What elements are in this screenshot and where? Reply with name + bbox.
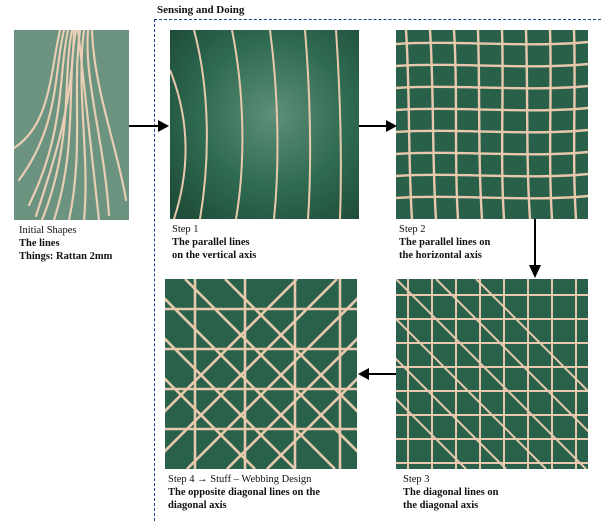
caption-step-3: Step 3 The diagonal lines on the diagona… — [403, 473, 498, 512]
photo-step-1 — [170, 30, 359, 219]
step-3-label: Step 3 — [403, 473, 498, 486]
step-2-line2: the horizontal axis — [399, 249, 490, 262]
step-3-line2: the diagonal axis — [403, 499, 498, 512]
arrow-initial-to-step1 — [128, 119, 170, 133]
step-1-label: Step 1 — [172, 223, 256, 236]
step-1-line2: on the vertical axis — [172, 249, 256, 262]
step-3-line1: The diagonal lines on — [403, 486, 498, 499]
initial-things: Things: Rattan 2mm — [19, 250, 112, 263]
step-4-line2: diagonal axis — [168, 499, 320, 512]
step-1-line1: The parallel lines — [172, 236, 256, 249]
photo-step-3 — [396, 279, 588, 469]
photo-step-2 — [396, 30, 588, 219]
step-2-line1: The parallel lines on — [399, 236, 490, 249]
arrow-step1-to-step2 — [358, 119, 398, 133]
arrow-step2-to-step3 — [528, 219, 542, 279]
caption-step-1: Step 1 The parallel lines on the vertica… — [172, 223, 256, 262]
caption-step-4: Step 4 → Stuff – Webbing Design The oppo… — [168, 473, 320, 512]
initial-label: Initial Shapes — [19, 224, 112, 237]
arrow-step3-to-step4 — [357, 367, 397, 381]
step-2-label: Step 2 — [399, 223, 490, 236]
caption-initial: Initial Shapes The lines Things: Rattan … — [19, 224, 112, 263]
initial-lines: The lines — [19, 237, 112, 250]
photo-step-4 — [165, 279, 357, 469]
section-title: Sensing and Doing — [157, 4, 244, 16]
photo-initial-shapes — [14, 30, 129, 220]
caption-step-2: Step 2 The parallel lines on the horizon… — [399, 223, 490, 262]
step-4-line1: The opposite diagonal lines on the — [168, 486, 320, 499]
step-4-label: Step 4 → Stuff – Webbing Design — [168, 473, 320, 486]
